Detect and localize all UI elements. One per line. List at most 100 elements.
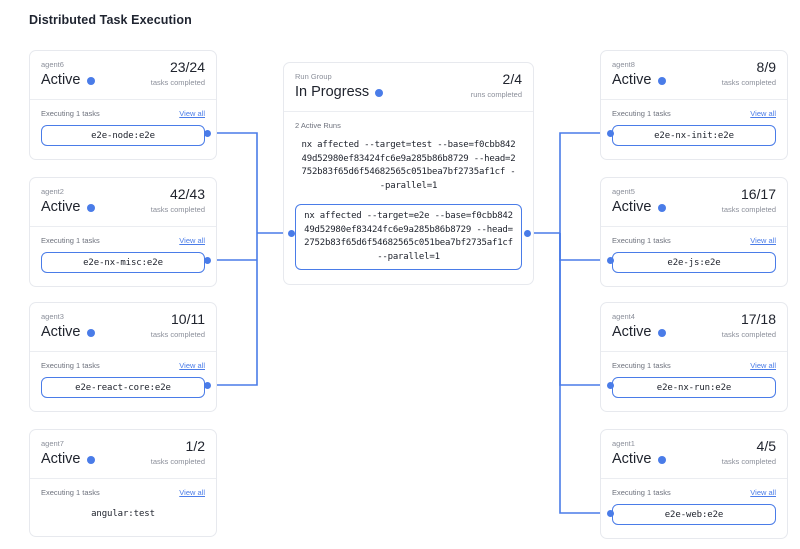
agent-body-header: Executing 1 tasks View all [41,236,205,245]
run-group-header: Run Group In Progress 2/4 runs completed [284,63,533,111]
agent-state: Active [612,198,776,217]
agent-card-header: agent5 Active 16/17 tasks completed [601,178,787,226]
agent-card-header: agent8 Active 8/9 tasks completed [601,51,787,99]
view-all-link[interactable]: View all [750,109,776,118]
status-dot-icon [86,328,95,337]
agent-card-body: Executing 1 tasks View all e2e-node:e2e [30,100,216,159]
view-all-link[interactable]: View all [179,488,205,497]
executing-label: Executing 1 tasks [41,236,100,245]
agent-ratio-caption: tasks completed [721,78,776,87]
status-dot-icon [86,76,95,85]
executing-label: Executing 1 tasks [41,488,100,497]
run-group-body: 2 Active Runs nx affected --target=test … [284,112,533,284]
agent-name: agent5 [612,187,635,196]
view-all-link[interactable]: View all [179,109,205,118]
task-pill[interactable]: e2e-nx-misc:e2e [41,252,205,273]
agent-card-header: agent2 Active 42/43 tasks completed [30,178,216,226]
agent-card-agent3[interactable]: agent3 Active 10/11 tasks completed Exec… [29,302,217,412]
agent-ratio: 23/24 [169,59,205,75]
agent-name: agent8 [612,60,635,69]
agent-card-body: Executing 1 tasks View all e2e-nx-run:e2… [601,352,787,411]
task-pill[interactable]: e2e-nx-run:e2e [612,377,776,398]
node-agent2 [204,256,211,264]
agent-card-agent1[interactable]: agent1 Active 4/5 tasks completed Execut… [600,429,788,539]
run-group-status: In Progress [295,83,522,102]
agent-card-body: Executing 1 tasks View all e2e-web:e2e [601,479,787,538]
agent-state-label: Active [41,199,81,215]
view-all-link[interactable]: View all [750,361,776,370]
executing-label: Executing 1 tasks [612,236,671,245]
card-divider [30,351,216,352]
agent-name: agent4 [612,312,635,321]
view-all-link[interactable]: View all [179,361,205,370]
task-pill[interactable]: e2e-web:e2e [612,504,776,525]
agent-state: Active [612,71,776,90]
agent-state: Active [41,71,205,90]
node-run-group-left [287,229,295,237]
node-agent5 [607,256,614,264]
agent-card-header: agent3 Active 10/11 tasks completed [30,303,216,351]
agent-body-header: Executing 1 tasks View all [612,236,776,245]
agent-state-label: Active [612,72,652,88]
agent-body-header: Executing 1 tasks View all [41,361,205,370]
card-divider [601,478,787,479]
task-pill[interactable]: e2e-js:e2e [612,252,776,273]
executing-label: Executing 1 tasks [612,109,671,118]
card-divider [30,478,216,479]
agent-state-label: Active [41,72,81,88]
agent-state: Active [612,323,776,342]
agent-card-header: agent4 Active 17/18 tasks completed [601,303,787,351]
agent-state: Active [612,450,776,469]
node-agent6 [204,129,211,137]
agent-body-header: Executing 1 tasks View all [612,488,776,497]
agent-card-agent7[interactable]: agent7 Active 1/2 tasks completed Execut… [29,429,217,537]
agent-body-header: Executing 1 tasks View all [41,488,205,497]
agent-name: agent7 [41,439,64,448]
agent-card-body: Executing 1 tasks View all e2e-nx-init:e… [601,100,787,159]
agent-name: agent2 [41,187,64,196]
node-agent1 [607,509,614,517]
run-group-card[interactable]: Run Group In Progress 2/4 runs completed… [283,62,534,285]
agent-card-agent6[interactable]: agent6 Active 23/24 tasks completed Exec… [29,50,217,160]
agent-ratio-caption: tasks completed [150,330,205,339]
agent-card-agent5[interactable]: agent5 Active 16/17 tasks completed Exec… [600,177,788,287]
agent-card-agent4[interactable]: agent4 Active 17/18 tasks completed Exec… [600,302,788,412]
run-group-kind: Run Group [295,72,332,81]
agent-ratio-caption: tasks completed [721,205,776,214]
status-dot-icon [657,328,666,337]
run-command-highlighted[interactable]: nx affected --target=e2e --base=f0cbb842… [295,204,522,270]
agent-state: Active [41,198,205,217]
active-runs-label: 2 Active Runs [295,121,341,130]
task-pill[interactable]: e2e-nx-init:e2e [612,125,776,146]
agent-card-agent8[interactable]: agent8 Active 8/9 tasks completed Execut… [600,50,788,160]
status-dot-icon [657,76,666,85]
agent-card-body: Executing 1 tasks View all e2e-react-cor… [30,352,216,411]
agent-ratio: 17/18 [740,311,776,327]
node-run-group-right [523,229,531,237]
task-pill[interactable]: e2e-react-core:e2e [41,377,205,398]
run-group-ratio-caption: runs completed [470,90,522,99]
agent-ratio: 42/43 [169,186,205,202]
card-divider [284,111,533,112]
node-agent8 [607,129,614,137]
agent-card-agent2[interactable]: agent2 Active 42/43 tasks completed Exec… [29,177,217,287]
view-all-link[interactable]: View all [750,488,776,497]
agent-ratio: 10/11 [171,311,205,327]
run-command[interactable]: nx affected --target=test --base=f0cbb84… [301,140,516,191]
task-pill[interactable]: e2e-node:e2e [41,125,205,146]
agent-card-body: Executing 1 tasks View all angular:test [30,479,216,536]
agent-ratio: 8/9 [756,59,776,75]
agent-ratio-caption: tasks completed [721,457,776,466]
agent-name: agent1 [612,439,635,448]
card-divider [601,351,787,352]
status-dot-icon [657,203,666,212]
executing-label: Executing 1 tasks [41,361,100,370]
view-all-link[interactable]: View all [750,236,776,245]
view-all-link[interactable]: View all [179,236,205,245]
run-group-ratio: 2/4 [502,71,522,87]
status-dot-icon [657,455,666,464]
agent-ratio-caption: tasks completed [721,330,776,339]
agent-ratio: 4/5 [756,438,776,454]
agent-state: Active [41,450,205,469]
executing-label: Executing 1 tasks [612,361,671,370]
